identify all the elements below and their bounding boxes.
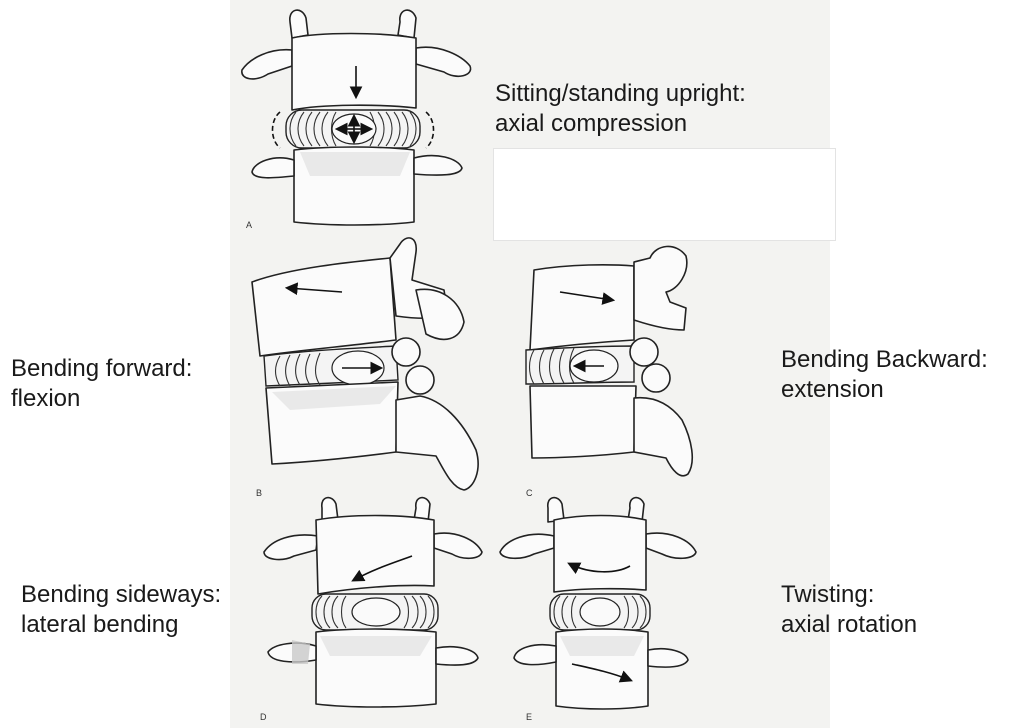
label-extension-line2: extension [781,375,988,405]
panel-b-vertebra-pair: B [252,238,478,498]
label-lateral-line1: Bending sideways: [21,580,221,610]
panel-c-vertebra-pair: C [526,246,692,498]
panel-letter-a: A [246,220,252,230]
label-axial-rotation: Twisting: axial rotation [781,580,917,640]
label-axial-line1: Sitting/standing upright: [495,79,746,109]
label-axial-compression: Sitting/standing upright: axial compress… [495,79,746,139]
blank-answer-box [493,148,836,241]
label-rotation-line1: Twisting: [781,580,917,610]
label-lateral-bending: Bending sideways: lateral bending [21,580,221,640]
panel-d-vertebra-pair: D [260,498,482,722]
panel-a-vertebra-pair: A [242,10,471,230]
label-extension: Bending Backward: extension [781,345,988,405]
panel-e-vertebra-pair: E [500,498,696,722]
label-axial-line2: axial compression [495,109,746,139]
label-lateral-line2: lateral bending [21,610,221,640]
label-flexion: Bending forward: flexion [11,354,192,414]
label-flexion-line2: flexion [11,384,192,414]
panel-letter-c: C [526,488,533,498]
panel-letter-d: D [260,712,267,722]
label-extension-line1: Bending Backward: [781,345,988,375]
panel-letter-e: E [526,712,532,722]
panel-letter-b: B [256,488,262,498]
label-rotation-line2: axial rotation [781,610,917,640]
label-flexion-line1: Bending forward: [11,354,192,384]
